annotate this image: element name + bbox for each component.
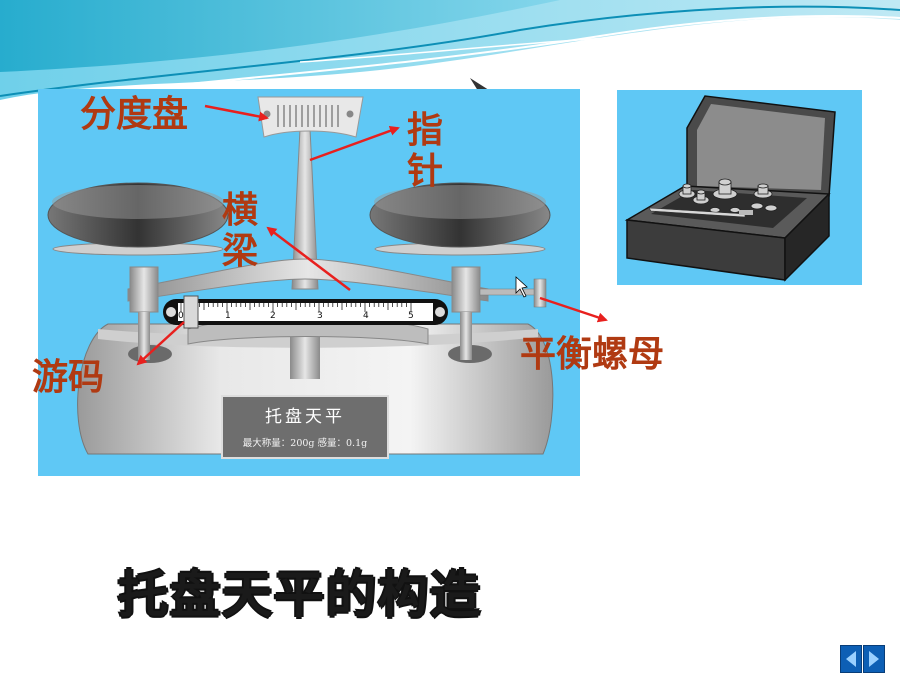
plate-spec: 最大称量：200g 感量：0.1g [242, 438, 368, 449]
prev-slide-button[interactable] [840, 645, 862, 673]
weight-box-illustration [617, 90, 862, 285]
triangle-right-icon [869, 651, 879, 667]
label-beam: 横梁 [222, 190, 259, 273]
weight-box-panel [617, 90, 862, 285]
label-pointer: 指针 [407, 110, 444, 193]
header-wave-decoration [0, 0, 900, 105]
balance-illustration [38, 89, 580, 476]
triangle-left-icon [846, 651, 856, 667]
label-dial: 分度盘 [80, 94, 189, 135]
page-title: 托盘天平的构造 [118, 566, 482, 624]
balance-diagram-panel: 0 1 2 3 4 5 托盘天平 最大称量：200g 感量：0.1g [38, 89, 580, 476]
label-nut: 平衡螺母 [520, 334, 665, 375]
plate-name: 托盘天平 [265, 407, 345, 427]
next-slide-button[interactable] [863, 645, 885, 673]
label-rider: 游码 [32, 357, 105, 398]
